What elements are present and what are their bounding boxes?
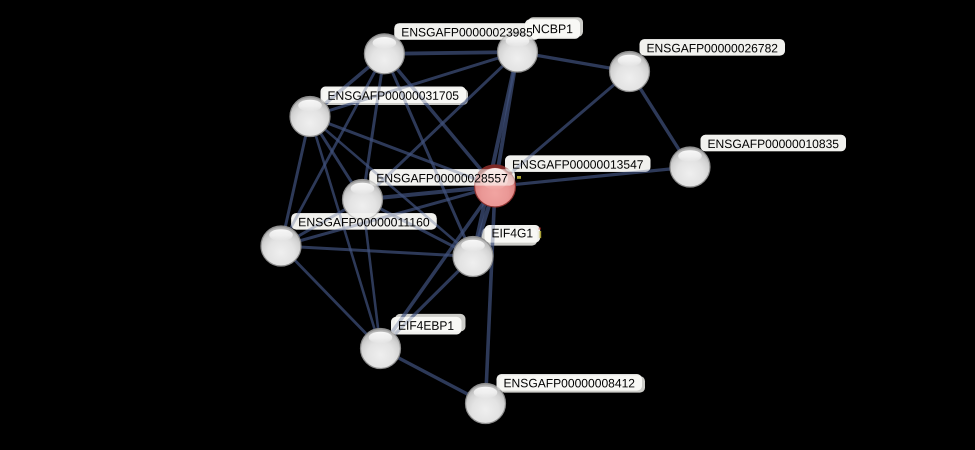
svg-text:ENSGAFP00000026782: ENSGAFP00000026782: [646, 41, 778, 55]
svg-text:ENSGAFP00000008412: ENSGAFP00000008412: [503, 376, 635, 390]
svg-text:ENSGAFP00000010835: ENSGAFP00000010835: [707, 137, 839, 151]
svg-text:NCBP1: NCBP1: [532, 22, 573, 36]
svg-text:ENSGAFP00000031705: ENSGAFP00000031705: [327, 89, 459, 103]
svg-text:ENSGAFP00000013547: ENSGAFP00000013547: [512, 158, 644, 172]
svg-text:ENSGAFP00000023985: ENSGAFP00000023985: [401, 25, 533, 39]
svg-text:EIF4G1: EIF4G1: [491, 226, 533, 240]
svg-text:EIF4EBP1: EIF4EBP1: [398, 319, 454, 333]
svg-text:ENSGAFP00000011160: ENSGAFP00000011160: [298, 215, 430, 229]
svg-text:ENSGAFP00000028557: ENSGAFP00000028557: [376, 171, 508, 185]
